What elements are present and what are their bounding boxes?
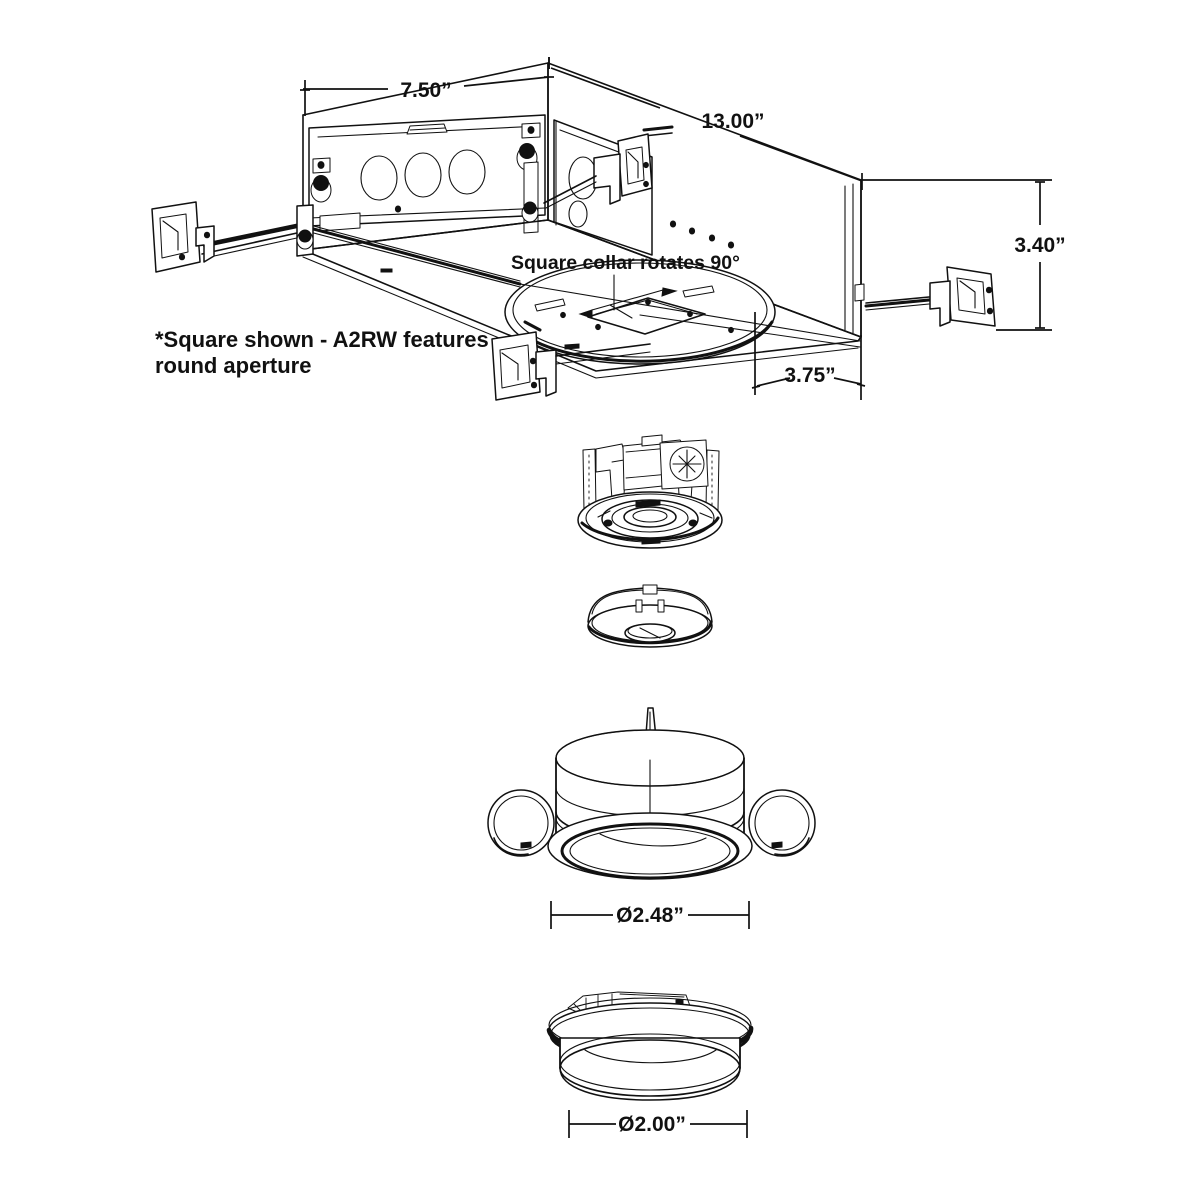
dimension-trim-diameter: Ø2.48” — [550, 901, 750, 929]
trim-ring-view — [487, 707, 816, 880]
bar-hanger-left — [151, 201, 522, 288]
dimension-aperture-diameter: Ø2.00” — [568, 1110, 748, 1138]
footnote-line-1: *Square shown - A2RW features — [155, 327, 489, 352]
housing-assembly-view — [151, 62, 996, 401]
bar-hanger-right-rear — [543, 125, 674, 209]
dimension-label-height: 3.40” — [1014, 234, 1065, 257]
reflector-cone-view — [587, 584, 713, 648]
dimension-label-trim-diameter: Ø2.48” — [616, 904, 684, 927]
dimension-label-length: 13.00” — [701, 110, 764, 133]
bar-hanger-right-front — [864, 266, 996, 327]
housing-right-wall — [854, 179, 865, 338]
led-module-view — [577, 434, 723, 549]
dimension-label-depth: 3.75” — [784, 364, 835, 387]
collar-note-text: Square collar rotates 90° — [511, 252, 740, 274]
bar-hanger-left-front — [491, 331, 651, 401]
dimension-height: 3.40” — [862, 179, 1066, 331]
dimension-label-aperture-diameter: Ø2.00” — [618, 1113, 686, 1136]
footnote-line-2: round aperture — [155, 353, 311, 378]
pan-leader-lines — [519, 283, 861, 348]
square-collar-and-aperture-plate — [504, 259, 776, 365]
torsion-spring-left — [487, 789, 555, 857]
footnote: *Square shown - A2RW features round aper… — [155, 327, 489, 378]
dimension-depth: 3.75” — [751, 312, 866, 400]
housing-back-plate — [308, 114, 546, 234]
aperture-cylinder-view — [546, 991, 754, 1101]
torsion-spring-right — [748, 789, 816, 857]
collar-note: Square collar rotates 90° — [511, 252, 740, 311]
dimension-label-width: 7.50” — [400, 79, 451, 102]
dimension-length: 13.00” — [548, 57, 863, 190]
